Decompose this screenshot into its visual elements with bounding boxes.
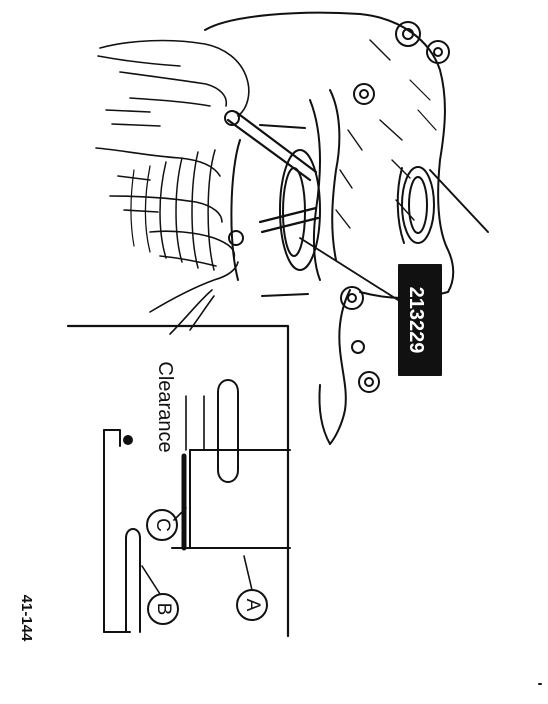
technician-hands [95, 39, 250, 335]
seal-ring [396, 166, 489, 244]
knuckle-housing [204, 11, 455, 445]
caliper-piston [130, 89, 341, 297]
clearance-label: Clearance [154, 361, 176, 453]
gauge-tool [224, 110, 320, 246]
callout-b-label: B [153, 602, 174, 616]
figure-id-label: 41-144 [18, 594, 35, 642]
part-number-leader [299, 237, 399, 301]
part-number-label: 213229 [405, 286, 427, 354]
part-number-tag [398, 264, 442, 376]
callout-c-label: C [152, 518, 173, 532]
callout-a-label: A [242, 598, 263, 612]
detail-inset [66, 324, 291, 638]
